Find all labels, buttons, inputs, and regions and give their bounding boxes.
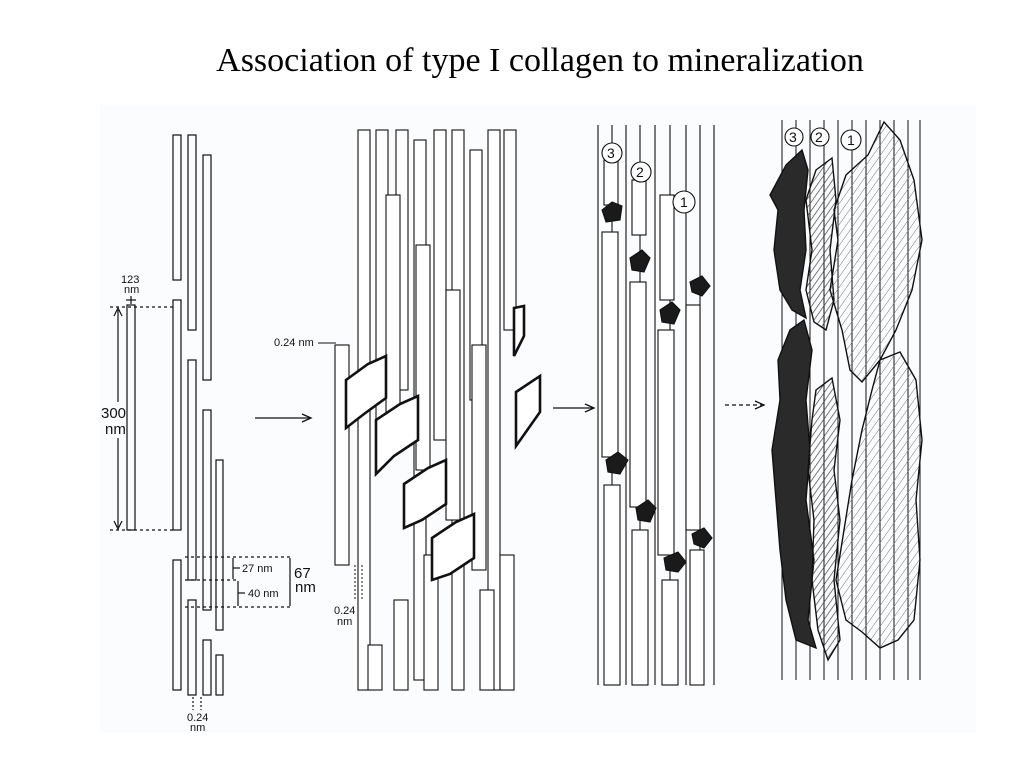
- dimension-300nm: [110, 306, 175, 531]
- panel-2-fibril-3d: [334, 129, 542, 691]
- panel-3-labels: 3 2 1: [601, 142, 696, 214]
- panel-3-circle-2: [630, 161, 652, 183]
- panel-4-number-2: 2: [815, 129, 823, 145]
- pointer-024-panel2: [354, 565, 363, 600]
- arrow-3: [725, 400, 766, 410]
- slide-title: Association of type I collagen to minera…: [216, 42, 864, 79]
- hole-zone-boxes: [344, 304, 542, 582]
- label-024-bottom: 0.24: [187, 712, 208, 724]
- panel-3-number-2: 2: [636, 164, 644, 180]
- panel-4-number-3: 3: [789, 129, 797, 145]
- panel-3-circle-3: [601, 142, 623, 164]
- panel-4-circle-3: [784, 127, 804, 147]
- crystal-plates: [769, 120, 923, 662]
- panel-4-circle-2: [810, 127, 830, 147]
- dimension-67nm-period: [185, 556, 292, 608]
- panel-4-number-1: 1: [847, 132, 855, 148]
- label-67-unit: nm: [295, 579, 316, 596]
- cylinders: [601, 159, 705, 686]
- arrow-1: [255, 413, 313, 423]
- label-300: 300: [101, 405, 126, 422]
- label-27nm: 27 nm: [242, 563, 273, 575]
- panel-3-nucleation: [597, 125, 715, 686]
- arrow-2: [553, 403, 596, 413]
- panel-3-number-1: 1: [680, 194, 688, 210]
- panel-3-number-3: 3: [607, 145, 615, 161]
- dimension-123nm: [126, 296, 136, 304]
- label-024-bottom-unit: nm: [190, 722, 205, 734]
- label-123: 123: [121, 274, 139, 286]
- panel-4-labels: 3 2 1: [784, 127, 862, 151]
- panel-4-crystals: 3 2 1: [769, 120, 923, 680]
- label-67: 67: [294, 565, 311, 582]
- panel-3-circle-1: [672, 190, 696, 214]
- label-024-panel2: 0.24: [334, 605, 355, 617]
- label-024-panel2-unit: nm: [337, 616, 352, 628]
- label-300-unit: nm: [105, 421, 126, 438]
- label-40nm: 40 nm: [248, 588, 279, 600]
- label-024nm-top: 0.24 nm: [274, 337, 314, 349]
- label-123-unit: nm: [124, 284, 139, 296]
- mineral-deposits: [601, 201, 713, 573]
- panel-1-molecule-stagger: [110, 134, 292, 710]
- panel-4-circle-1: [840, 129, 862, 151]
